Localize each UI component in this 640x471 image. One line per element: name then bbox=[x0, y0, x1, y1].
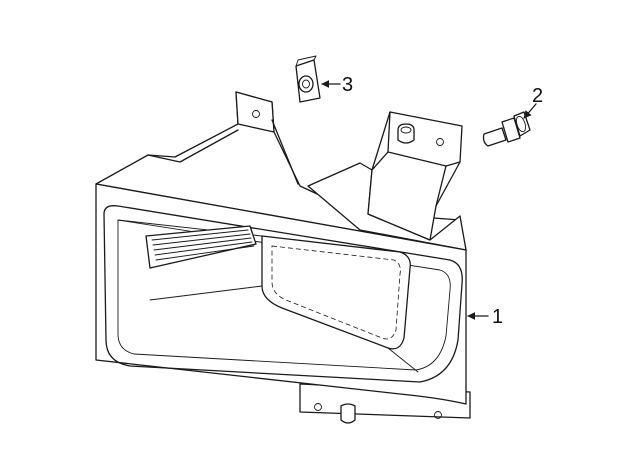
callout-number-2: 2 bbox=[532, 85, 543, 107]
right-bracket bbox=[367, 111, 463, 241]
bezel-inner-rim bbox=[103, 205, 463, 383]
callout-3: 3 bbox=[321, 74, 353, 96]
bracket-stud bbox=[397, 123, 415, 144]
callout-number-3: 3 bbox=[342, 74, 353, 96]
bottom-stud bbox=[340, 403, 356, 424]
mount-hole bbox=[252, 110, 260, 118]
lens-grille bbox=[145, 225, 257, 269]
mount-hole bbox=[314, 403, 322, 411]
lamp-reflector bbox=[261, 235, 411, 350]
left-upper-tab bbox=[235, 91, 275, 133]
callout-2: 2 bbox=[523, 85, 543, 119]
mount-hole bbox=[436, 138, 444, 146]
bolt bbox=[482, 111, 531, 147]
callout-1: 1 bbox=[467, 306, 503, 328]
mount-hole bbox=[434, 411, 442, 419]
fog-lamp-housing bbox=[95, 91, 471, 424]
nut-clip bbox=[295, 55, 321, 103]
callout-number-1: 1 bbox=[492, 306, 503, 328]
